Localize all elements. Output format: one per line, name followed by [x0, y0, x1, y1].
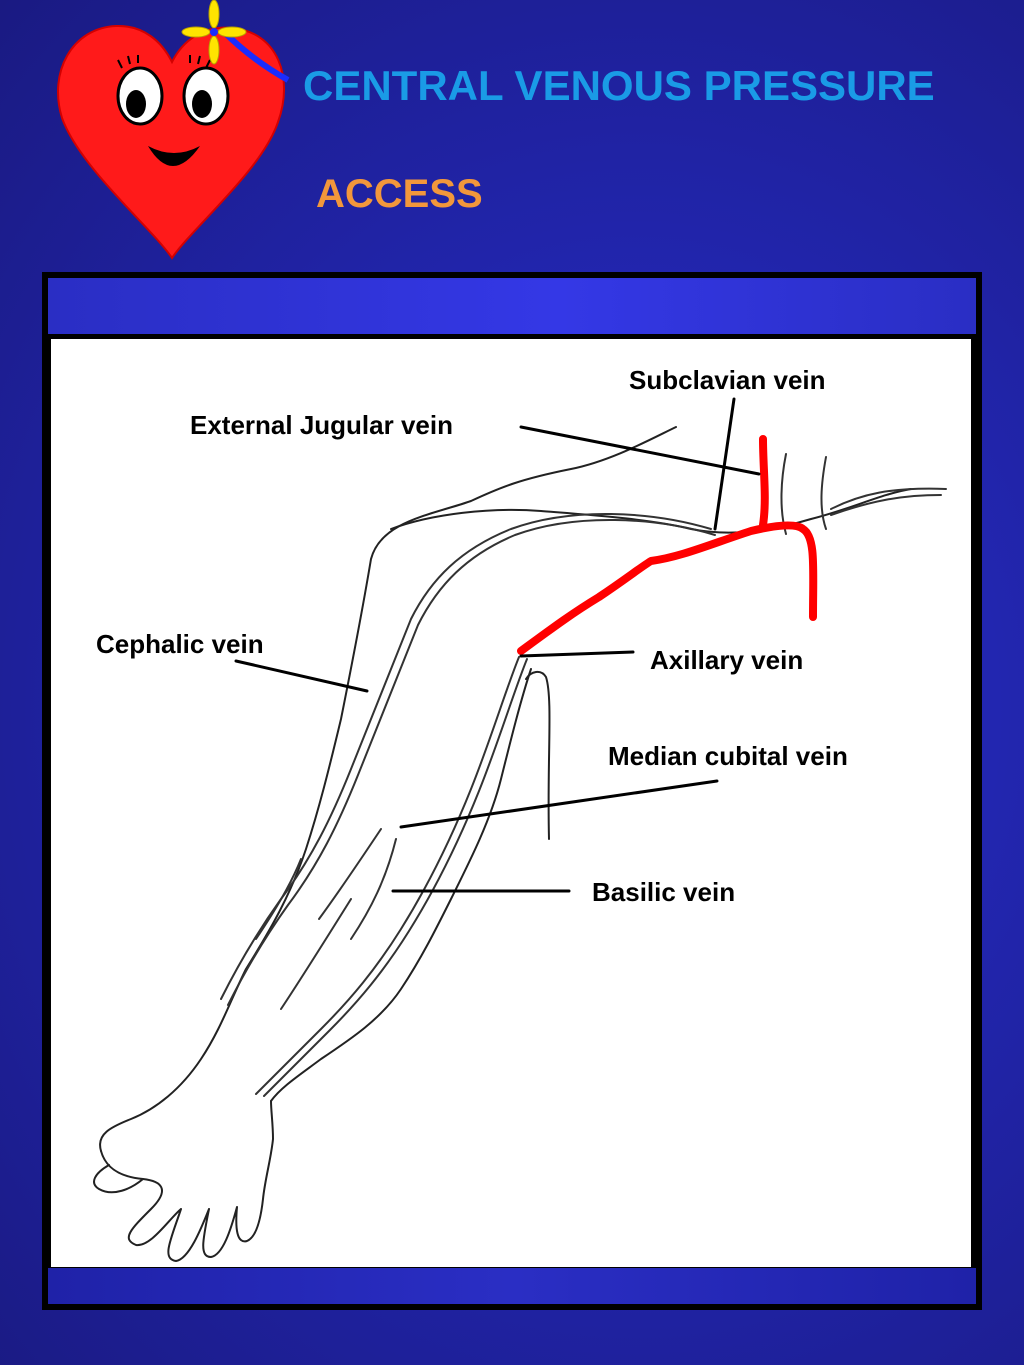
- arm-diagram-panel: Subclavian vein External Jugular vein Ce…: [51, 339, 971, 1267]
- armpit-outline: [525, 671, 551, 840]
- arm-outline-lateral: [99, 426, 677, 1152]
- hand-outline: [100, 1100, 274, 1262]
- label-basilic-vein: Basilic vein: [592, 877, 736, 907]
- median-cubital-leader: [399, 779, 719, 829]
- cephalic-leader: [234, 659, 369, 693]
- page-subtitle: ACCESS: [316, 172, 483, 216]
- label-median-cubital-vein: Median cubital vein: [608, 741, 848, 771]
- label-cephalic-vein: Cephalic vein: [96, 629, 264, 659]
- arm-vein-illustration: [93, 397, 947, 1262]
- label-external-jugular-vein: External Jugular vein: [190, 410, 453, 440]
- central-access-route: [517, 435, 818, 655]
- diagram-header-band: [48, 278, 976, 334]
- external-jugular-leader: [519, 425, 761, 476]
- label-axillary-vein: Axillary vein: [650, 645, 804, 675]
- diagram-footer-band: [48, 1268, 976, 1304]
- median-cubital-vein: [318, 828, 397, 940]
- axillary-leader: [519, 650, 635, 658]
- page-title: CENTRAL VENOUS PRESSURE: [303, 62, 935, 109]
- subclavian-leader: [713, 397, 736, 531]
- cephalic-vein-line-b: [227, 518, 716, 1006]
- basilic-vein-line-a: [255, 656, 520, 1095]
- neck-vein-right: [820, 456, 827, 530]
- shoulder-outline: [390, 488, 912, 534]
- basilic-vein-line-b: [263, 658, 528, 1097]
- neck-branch: [830, 487, 947, 516]
- thumb-outline: [93, 1164, 144, 1194]
- label-subclavian-vein: Subclavian vein: [629, 365, 826, 395]
- smiling-heart-icon: [57, 0, 290, 260]
- forearm-vein-branch: [255, 858, 352, 1010]
- arm-outline-medial: [270, 668, 532, 1102]
